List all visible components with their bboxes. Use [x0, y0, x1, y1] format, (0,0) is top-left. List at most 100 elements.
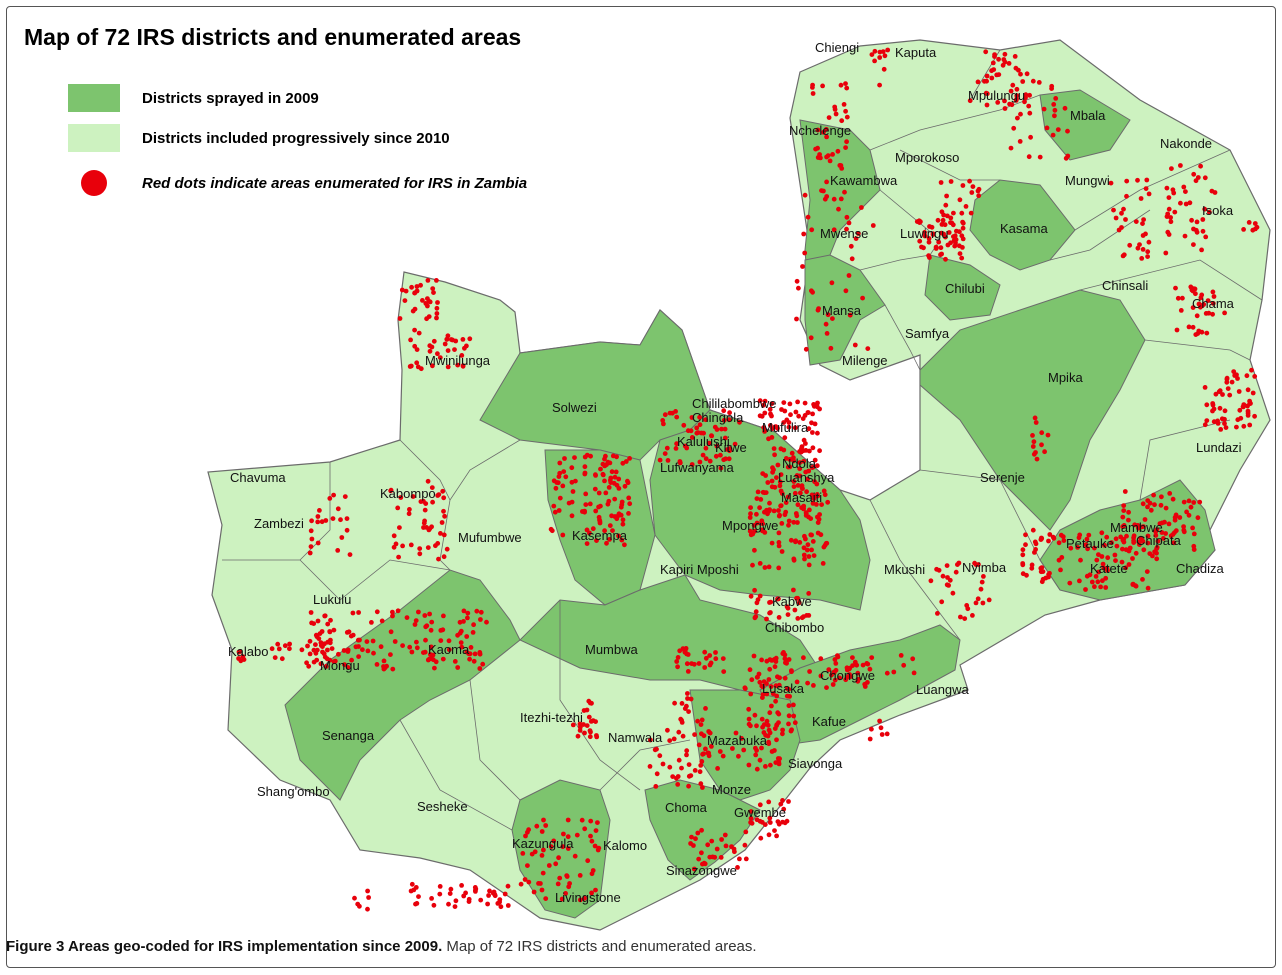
enumerated-dot [759, 520, 765, 525]
enumerated-dot [1220, 392, 1225, 397]
enumerated-dot [789, 450, 795, 456]
district-label-mpongwe: Mpongwe [722, 518, 778, 533]
enumerated-dot [922, 230, 927, 235]
enumerated-dot [1191, 171, 1197, 177]
enumerated-dot [1036, 80, 1042, 85]
enumerated-dot [814, 502, 819, 507]
enumerated-dot [1213, 391, 1219, 397]
enumerated-dot [1114, 543, 1120, 549]
enumerated-dot [1154, 546, 1159, 552]
enumerated-dot [759, 745, 764, 751]
enumerated-dot [788, 412, 793, 418]
enumerated-dot [453, 898, 459, 904]
district-label-kaputa: Kaputa [895, 45, 937, 60]
enumerated-dot [686, 762, 692, 767]
enumerated-dot [1113, 536, 1119, 542]
enumerated-dot [967, 98, 973, 104]
enumerated-dot [446, 638, 452, 644]
enumerated-dot [541, 847, 546, 853]
enumerated-dot [1167, 491, 1173, 496]
enumerated-dot [459, 353, 465, 358]
enumerated-dot [721, 408, 727, 414]
enumerated-dot [1121, 503, 1127, 508]
enumerated-dot [676, 729, 682, 735]
enumerated-dot [1045, 432, 1051, 438]
district-sprayed-lusaka-chongwe [759, 624, 961, 746]
enumerated-dot [315, 540, 321, 546]
enumerated-dot [860, 295, 865, 301]
enumerated-dot [440, 488, 446, 494]
enumerated-dot [445, 348, 451, 353]
enumerated-dot [979, 579, 985, 585]
enumerated-dot [597, 517, 602, 523]
enumerated-dot [1145, 533, 1151, 539]
enumerated-dot [938, 252, 943, 258]
enumerated-dot [742, 685, 748, 691]
enumerated-dot [1181, 499, 1187, 505]
enumerated-dot [1124, 533, 1129, 539]
enumerated-dot [976, 193, 982, 199]
enumerated-dot [764, 616, 769, 622]
enumerated-dot [471, 658, 477, 664]
enumerated-dot [810, 430, 815, 435]
enumerated-dot [772, 424, 778, 430]
enumerated-dot [308, 544, 314, 549]
enumerated-dot [336, 651, 341, 657]
enumerated-dot [477, 666, 483, 671]
enumerated-dot [1215, 421, 1221, 426]
enumerated-dot [824, 179, 829, 185]
enumerated-dot [473, 887, 478, 893]
enumerated-dot [844, 226, 849, 232]
district-label-kitwe: Kitwe [715, 440, 747, 455]
enumerated-dot [1143, 231, 1148, 237]
enumerated-dot [381, 658, 387, 664]
enumerated-dot [848, 243, 854, 249]
enumerated-dot [785, 605, 791, 611]
enumerated-dot [769, 540, 775, 546]
enumerated-dot [984, 102, 990, 108]
enumerated-dot [557, 495, 563, 501]
district-label-chibombo: Chibombo [765, 620, 824, 635]
enumerated-dot [806, 562, 812, 568]
enumerated-dot [1011, 125, 1017, 131]
enumerated-dot [810, 289, 815, 295]
enumerated-dot [765, 733, 771, 739]
enumerated-dot [315, 519, 321, 525]
enumerated-dot [774, 737, 779, 743]
enumerated-dot [565, 846, 571, 851]
enumerated-dot [1039, 430, 1045, 436]
district-label-kalulushi: Kalulushi [677, 434, 730, 449]
enumerated-dot [805, 214, 811, 220]
enumerated-dot [583, 491, 589, 497]
enumerated-dot [762, 530, 768, 535]
enumerated-dot [1191, 500, 1197, 505]
district-label-solwezi: Solwezi [552, 400, 597, 415]
enumerated-dot [722, 426, 728, 432]
enumerated-dot [685, 696, 690, 701]
enumerated-dot [1143, 186, 1149, 192]
enumerated-dot [569, 465, 575, 471]
enumerated-dot [832, 677, 838, 683]
enumerated-dot [1210, 402, 1216, 408]
enumerated-dot [944, 563, 950, 568]
enumerated-dot [1152, 502, 1157, 508]
district-label-kafue: Kafue [812, 714, 846, 729]
enumerated-dot [995, 100, 1001, 105]
enumerated-dot [982, 78, 987, 84]
enumerated-dot [480, 661, 486, 667]
enumerated-dot [548, 844, 554, 849]
enumerated-dot [801, 231, 807, 237]
enumerated-dot [539, 829, 545, 834]
enumerated-dot [614, 454, 619, 460]
enumerated-dot [770, 691, 776, 697]
enumerated-dot [794, 679, 800, 685]
enumerated-dot [1094, 557, 1100, 563]
enumerated-dot [794, 316, 799, 322]
enumerated-dot [551, 478, 557, 484]
enumerated-dot [609, 513, 614, 519]
enumerated-dot [766, 564, 772, 570]
enumerated-dot [240, 654, 246, 660]
enumerated-dot [702, 649, 708, 655]
enumerated-dot [1187, 200, 1193, 206]
enumerated-dot [1137, 242, 1142, 248]
